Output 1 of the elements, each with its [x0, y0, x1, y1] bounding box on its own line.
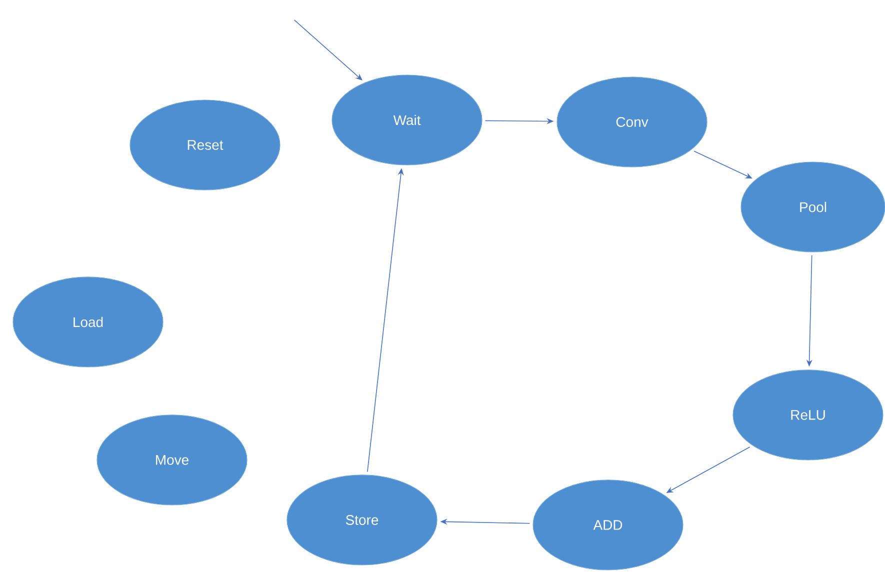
arrow — [294, 20, 362, 80]
